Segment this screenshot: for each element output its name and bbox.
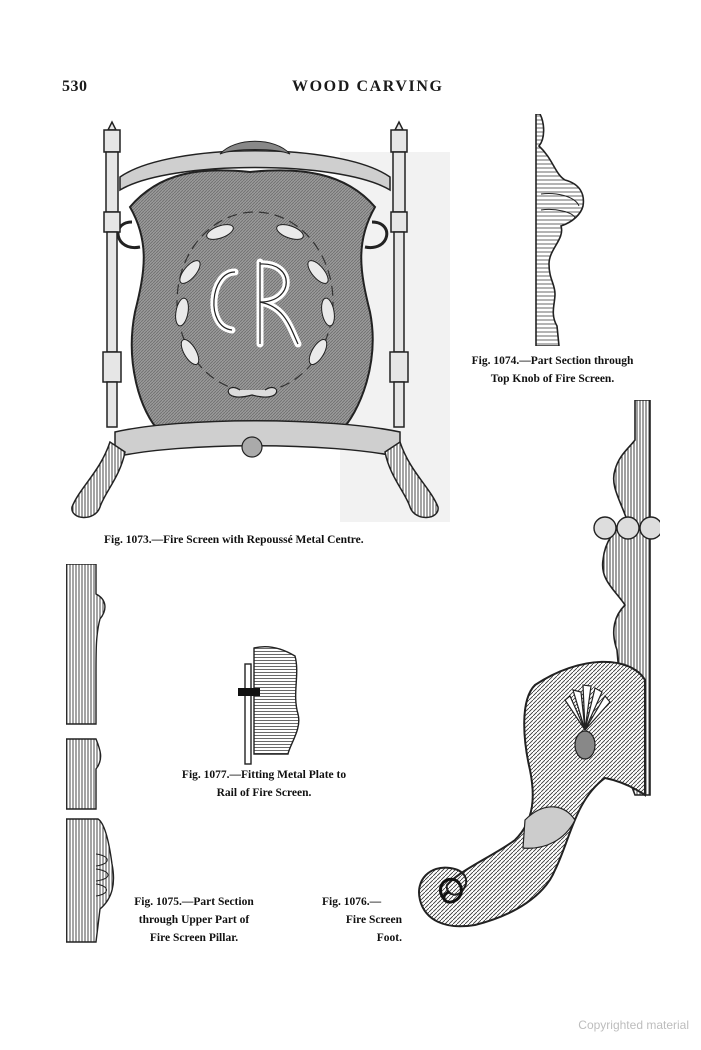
fig-1075-caption: Fig. 1075.—Part Section through Upper Pa…	[114, 893, 274, 947]
fig-1075-caption-line3: Fire Screen Pillar.	[149, 932, 239, 944]
fig-1077-caption: Fig. 1077.—Fitting Metal Plate to Rail o…	[158, 766, 370, 802]
fig-1076-caption-line1: Fig. 1076.—	[322, 896, 382, 908]
fig-1077-caption-line1: Fig. 1077.—Fitting Metal Plate to	[181, 769, 347, 781]
running-title: WOOD CARVING	[292, 78, 444, 95]
copyright-watermark: Copyrighted material	[578, 1018, 689, 1032]
fig-1076-caption-line2: Fire Screen	[345, 914, 402, 926]
fig-1075-caption-line2: through Upper Part of	[138, 914, 250, 926]
fig-1075-caption-line1: Fig. 1075.—Part Section	[134, 896, 254, 908]
page-number: 530	[62, 78, 88, 95]
fig-1077-caption-line2: Rail of Fire Screen.	[216, 787, 312, 799]
fig-1073-caption: Fig. 1073.—Fire Screen with Repoussé Met…	[104, 534, 364, 546]
metal-plate-fitting-illustration	[238, 646, 300, 765]
top-knob-section-illustration	[535, 114, 585, 346]
fire-screen-illustration	[71, 120, 450, 522]
fig-1076-caption: Fig. 1076.— Fire Screen Foot.	[322, 893, 402, 947]
pillar-section-illustration	[66, 564, 115, 943]
fire-screen-foot-illustration	[418, 400, 660, 928]
fig-1074-caption-line2: Top Knob of Fire Screen.	[490, 373, 615, 385]
fig-1076-caption-line3: Foot.	[376, 932, 402, 944]
fig-1074-caption: Fig. 1074.—Part Section through Top Knob…	[450, 352, 655, 388]
fig-1074-caption-line1: Fig. 1074.—Part Section through	[471, 355, 634, 367]
